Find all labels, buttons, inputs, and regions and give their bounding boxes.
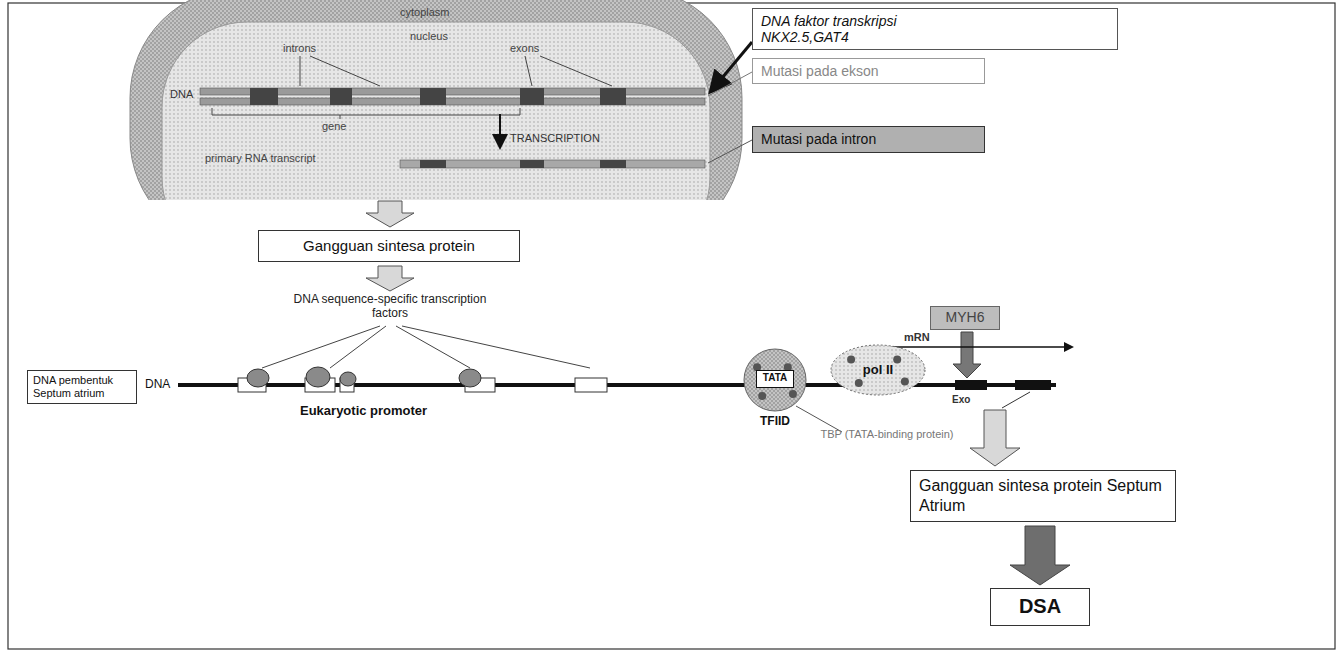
node-text: MYH6 <box>937 309 993 325</box>
text-label: TRANSCRIPTION <box>510 132 600 145</box>
node-text: DNA pembentuk Septum atrium <box>33 374 131 400</box>
tata-box: TATA <box>756 370 794 388</box>
text-label: DNA sequence-specific transcription fact… <box>290 293 490 321</box>
text-label: nucleus <box>410 30 448 43</box>
node-text: Mutasi pada ekson <box>761 63 976 79</box>
gene-box: MYH6 <box>930 306 1000 330</box>
text-label: Exo <box>952 394 970 406</box>
node-text: Gangguan sintesa protein Septum Atrium <box>919 476 1167 516</box>
node-text: TATA <box>759 372 791 383</box>
text-label: primary RNA transcript <box>205 152 316 165</box>
text-label: mRN <box>904 331 930 344</box>
node-text: pol II <box>830 362 926 378</box>
node-text: DNA faktor transkripsi NKX2.5,GAT4 <box>761 13 941 45</box>
block-arrow <box>1010 526 1070 585</box>
node-text: TFIID <box>723 414 827 428</box>
text-label: exons <box>510 42 539 55</box>
dna-box: DNA pembentuk Septum atrium <box>27 370 137 404</box>
mutation-box: Mutasi pada intron <box>752 126 985 153</box>
process-box: Gangguan sintesa protein <box>258 230 520 262</box>
node-text: DSA <box>999 595 1081 618</box>
text-label: DNA <box>170 88 193 101</box>
factor-box: DNA faktor transkripsi NKX2.5,GAT4 <box>752 8 1118 50</box>
text-label: TBP (TATA-binding protein) <box>812 428 962 441</box>
mutation-box: Mutasi pada ekson <box>752 58 985 84</box>
text-label: DNA <box>145 378 170 392</box>
tfiid-circle: TFIIDTATA <box>743 348 807 412</box>
outcome-box: DSA <box>990 588 1090 626</box>
text-label: introns <box>283 42 316 55</box>
process-box: Gangguan sintesa protein Septum Atrium <box>910 470 1176 522</box>
text-label: gene <box>322 120 346 133</box>
text-label: Eukaryotic promoter <box>300 404 427 419</box>
node-text: Mutasi pada intron <box>761 131 976 147</box>
node-text: Gangguan sintesa protein <box>267 237 511 254</box>
polymerase-ellipse: pol II <box>830 344 926 396</box>
text-label: cytoplasm <box>400 6 450 19</box>
